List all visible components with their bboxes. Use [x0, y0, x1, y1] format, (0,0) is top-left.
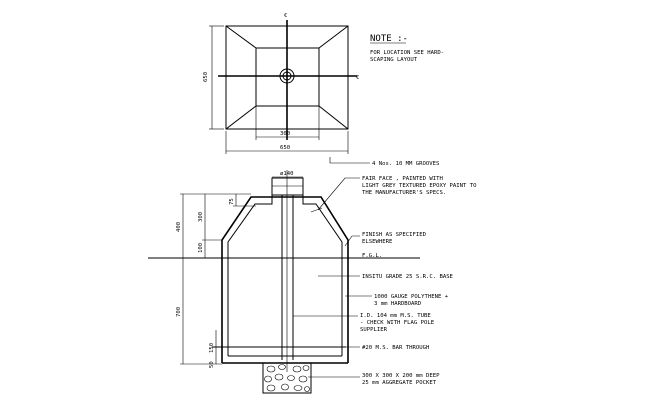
label-grooves: 4 Nos. 10 MM GROOVES [372, 161, 439, 167]
plan-corner-line [225, 25, 257, 49]
section-view: 400 700 300 100 75 150 50 ø140 [148, 170, 420, 394]
section-top-collar [271, 177, 304, 196]
dim-150: 150 [209, 343, 215, 353]
label-polythene: 1000 GAUGE POLYTHENE + 3 mm HARDBOARD [374, 294, 451, 307]
centerline-mark-right: € [356, 75, 359, 81]
plan-corner-line [318, 25, 349, 49]
section-inner-profile-right [302, 194, 343, 356]
plan-view: € € 650 300 650 [203, 13, 359, 154]
leader-fairface [317, 177, 360, 211]
label-bar: #20 M.S. BAR THROUGH [362, 345, 429, 351]
plan-dim-inner: 300 [280, 131, 290, 137]
plan-dim-side: 650 [203, 72, 209, 82]
dim-100: 100 [198, 243, 204, 253]
label-finish: FINISH AS SPECIFIED ELSEWHERE [362, 232, 429, 245]
label-base: INSITU GRADE 25 S.R.C. BASE [362, 274, 454, 280]
dim-50: 50 [209, 361, 215, 368]
label-fairface: FAIR FACE , PAINTED WITH LIGHT GREY TEXT… [362, 176, 480, 196]
note-block: NOTE :- FOR LOCATION SEE HARD- SCAPING L… [370, 34, 444, 63]
plan-pole-hole [279, 68, 295, 84]
dim-700: 700 [176, 307, 182, 317]
section-inner-profile-left [227, 194, 273, 356]
dim-300: 300 [198, 212, 204, 222]
leader-finish [344, 235, 360, 247]
label-pocket: 300 X 300 X 200 mm DEEP 25 mm AGGREGATE … [362, 373, 443, 386]
label-tube: I.D. 104 mm M.S. TUBE - CHECK WITH FLAG … [360, 313, 437, 333]
label-fgl: F.G.L. [362, 253, 382, 259]
dim-75: 75 [229, 198, 235, 205]
callout-labels: 4 Nos. 10 MM GROOVES FAIR FACE , PAINTED… [360, 161, 480, 386]
centerline-mark-top: € [284, 13, 287, 19]
section-outer-profile [221, 196, 349, 363]
leader-lines [293, 157, 372, 378]
plan-corner-line [225, 105, 257, 130]
plan-pole-hole-inner [282, 71, 292, 81]
plan-corner-line [318, 105, 349, 130]
plan-dim-bottom: 650 [280, 145, 290, 151]
note-title: NOTE :- [370, 34, 408, 44]
leader-grooves [329, 157, 370, 164]
dim-top-hole: ø140 [280, 171, 293, 177]
note-line-2: SCAPING LAYOUT [370, 57, 418, 63]
note-line-1: FOR LOCATION SEE HARD- [370, 50, 444, 56]
dim-400: 400 [176, 222, 182, 232]
aggregate-stones [264, 364, 310, 392]
aggregate-pocket [262, 362, 312, 394]
